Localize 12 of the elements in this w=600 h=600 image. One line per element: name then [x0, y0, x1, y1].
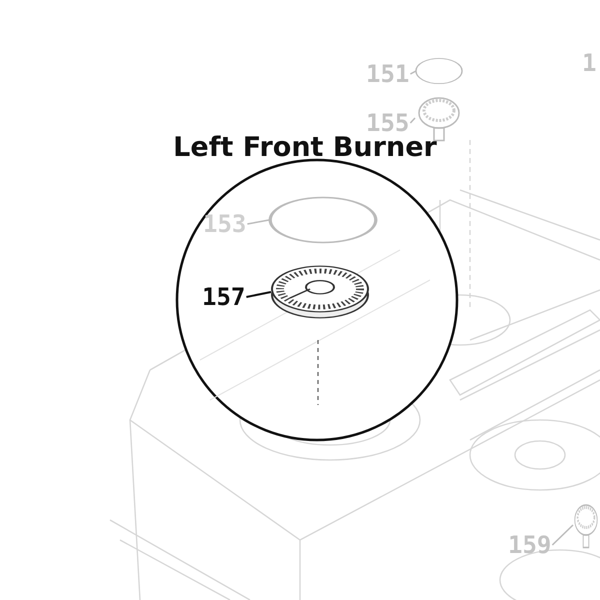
leader-line	[410, 117, 416, 124]
callout-number: 151	[366, 61, 410, 87]
callout-number: 153	[203, 211, 246, 237]
callout-number: 157	[202, 284, 246, 310]
leader-line	[552, 524, 574, 546]
burner-cap-drawing	[415, 57, 463, 85]
leader-line	[410, 70, 416, 75]
callout-number: 159	[508, 532, 552, 558]
burner-cap-drawing	[268, 195, 378, 245]
callout-number: 1	[582, 50, 596, 76]
leader-line	[246, 291, 272, 298]
leader-line	[247, 219, 270, 225]
